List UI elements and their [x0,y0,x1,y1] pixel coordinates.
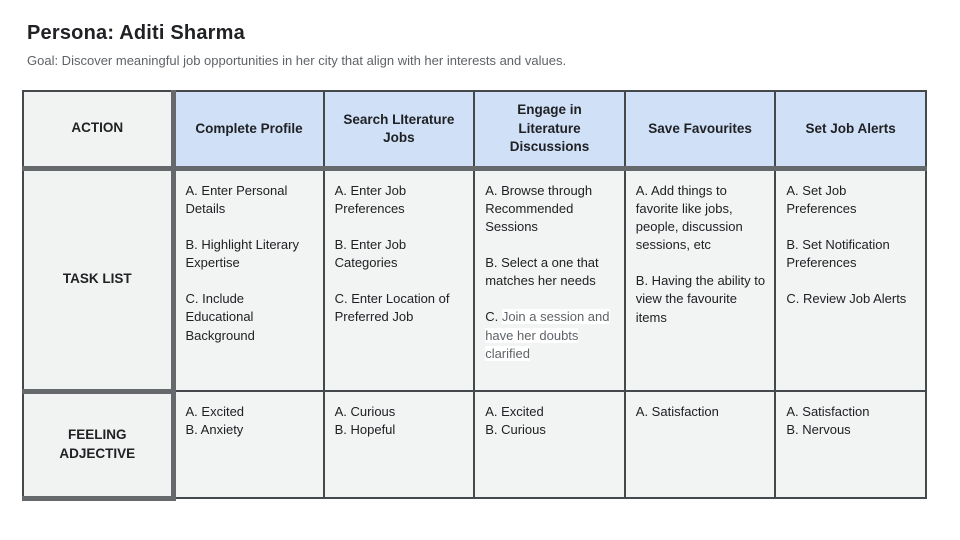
task-item: C. Include Educational Background [185,291,255,343]
task-item: B. Enter Job Categories [334,236,407,271]
feeling-item: B. Hopeful [334,422,396,438]
row-header-action: ACTION [22,90,176,171]
page-subtitle: Goal: Discover meaningful job opportunit… [27,53,567,68]
feeling-item: B. Nervous [786,422,851,438]
task-item: C. Join a session and have her doubts cl… [485,308,616,363]
task-item: C. Enter Location of Preferred Job [334,291,450,325]
task-cell-4: A. Add things to favorite like jobs, peo… [623,167,777,392]
feeling-item: A. Satisfaction [635,404,719,419]
feeling-item: B. Anxiety [185,422,244,438]
task-cell-5: A. Set Job Preferences B. Set Notificatio… [774,167,927,392]
slide-header: Persona: Aditi Sharma Goal: Discover mea… [27,22,927,68]
row-header-feeling-adjective: FEELING ADJECTIVE [22,390,176,501]
task-item: C. Review Job Alerts [786,291,907,307]
feeling-cell-2: A. Curious B. Hopeful [322,390,476,499]
task-item: A. Add things to favorite like jobs, peo… [635,182,743,253]
feeling-item: A. Excited [185,404,245,419]
task-item: B. Highlight Literary Expertise [185,236,299,271]
task-item: A. Enter Personal Details [185,182,288,216]
column-header-3: Engage in Literature Discussions [473,90,626,171]
feeling-item: A. Satisfaction [786,404,870,419]
feeling-item: A. Excited [485,404,544,419]
task-cell-1: A. Enter Personal Details B. Highlight Li… [172,167,325,392]
task-list-row: TASK LIST A. Enter Personal Details B. Hig… [22,167,927,394]
column-header-2: Search LIterature Jobs [322,90,476,171]
task-item: B. Select a one that matches her needs [485,255,599,289]
column-header-1: Complete Profile [172,90,325,171]
task-item: A. Set Job Preferences [786,182,857,216]
task-item: B. Having the ability to view the favour… [635,273,766,325]
feeling-cell-4: A. Satisfaction [623,390,777,499]
feeling-item: B. Curious [485,422,546,438]
highlighted-text: Join a session and have her doubts clari… [485,309,610,361]
feeling-cell-1: A. Excited B. Anxiety [172,390,325,499]
feeling-cell-3: A. Excited B. Curious [473,390,626,499]
task-item: A. Browse through Recommended Sessions [485,182,593,234]
feeling-item: A. Curious [334,404,396,419]
task-item: B. Set Notification Preferences [786,236,890,271]
row-header-task-list: TASK LIST [22,167,176,394]
task-item: A. Enter Job Preferences [334,182,407,216]
column-header-4: Save Favourites [623,90,777,171]
feeling-cell-5: A. Satisfaction B. Nervous [774,390,927,499]
task-cell-2: A. Enter Job Preferences B. Enter Job Cat… [322,167,476,392]
column-header-5: Set Job Alerts [774,90,927,171]
task-item-prefix: C. [485,309,502,325]
page-title: Persona: Aditi Sharma [27,22,245,44]
